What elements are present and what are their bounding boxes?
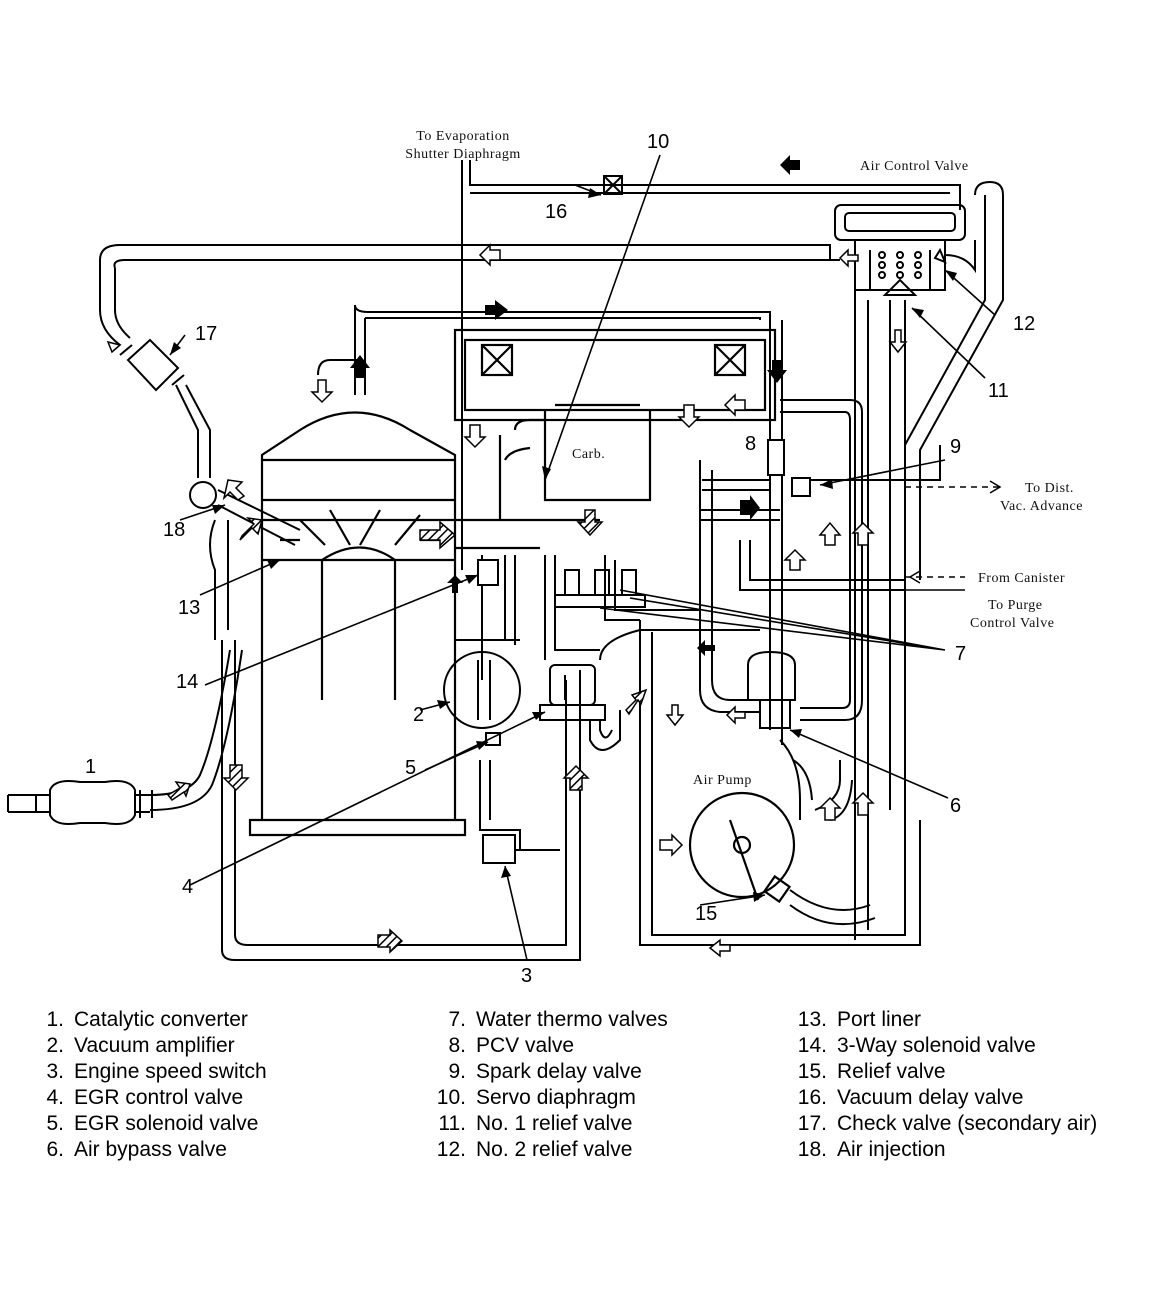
air-control-valve-label: Air Control Valve <box>860 159 969 174</box>
callout-15: 15 <box>695 903 717 925</box>
spark-delay-valve-9 <box>791 477 811 497</box>
legend-item: 17.Check valve (secondary air) <box>797 1112 1098 1135</box>
legend-item: 12.No. 2 relief valve <box>436 1138 633 1161</box>
vacuum-hose-diagram: To Evaporation Shutter Diaphragm Air Con… <box>7 129 1083 987</box>
air-pump <box>688 791 796 904</box>
callout-6: 6 <box>950 795 961 817</box>
legend-item: 18.Air injection <box>797 1138 946 1161</box>
legend-item: 4.EGR control valve <box>46 1086 244 1109</box>
callout-3: 3 <box>521 965 532 987</box>
legend-item: 2.Vacuum amplifier <box>46 1034 235 1057</box>
legend-item: 13.Port liner <box>797 1008 922 1031</box>
air-pump-label: Air Pump <box>693 773 752 788</box>
pcv-valve-8 <box>767 439 785 476</box>
callout-5: 5 <box>405 757 416 779</box>
water-thermo-valves-7 <box>554 569 646 608</box>
leader-arrowheads <box>170 188 957 902</box>
callout-1: 1 <box>85 756 96 778</box>
callout-17: 17 <box>195 323 217 345</box>
callout-7: 7 <box>955 643 966 665</box>
legend-item: 9.Spark delay valve <box>448 1060 642 1083</box>
air-bypass-valve-6 <box>747 650 796 729</box>
vacuum-amplifier-2 <box>443 651 521 729</box>
callout-14: 14 <box>176 671 198 693</box>
callout-2: 2 <box>413 704 424 726</box>
callout-8: 8 <box>745 433 756 455</box>
legend-item: 10.Servo diaphragm <box>436 1086 636 1109</box>
legend-item: 11.No. 1 relief valve <box>438 1112 633 1135</box>
vacuum-delay-valve-16 <box>603 175 623 195</box>
callout-13: 13 <box>178 597 200 619</box>
hoses <box>99 160 961 961</box>
leader-lines <box>169 154 996 961</box>
purge-label-line2: Control Valve <box>970 616 1054 631</box>
callout-16: 16 <box>545 201 567 223</box>
legend-item: 3.Engine speed switch <box>46 1060 267 1083</box>
legend-item: 6.Air bypass valve <box>46 1138 227 1161</box>
air-cleaner-housing <box>453 328 777 520</box>
external-lines <box>905 480 1002 591</box>
callout-4: 4 <box>182 876 193 898</box>
legend-item: 1.Catalytic converter <box>46 1008 248 1031</box>
dist-label-line2: Vac. Advance <box>1000 499 1083 514</box>
legend-item: 15.Relief valve <box>797 1060 946 1083</box>
canister-label: From Canister <box>978 571 1065 586</box>
flow-arrows <box>106 155 908 958</box>
legend-item: 5.EGR solenoid valve <box>46 1112 259 1135</box>
callout-12: 12 <box>1013 313 1035 335</box>
callout-11: 11 <box>988 380 1009 402</box>
legend-item: 7.Water thermo valves <box>448 1008 668 1031</box>
callout-18: 18 <box>163 519 185 541</box>
legend-item: 16.Vacuum delay valve <box>797 1086 1024 1109</box>
check-valve-17 <box>119 338 185 392</box>
three-way-solenoid-valve-14 <box>477 559 499 586</box>
purge-label-line1: To Purge <box>988 598 1042 613</box>
dist-label-line1: To Dist. <box>1025 481 1074 496</box>
callout-9: 9 <box>950 436 961 458</box>
legend-item: 8.PCV valve <box>448 1034 575 1057</box>
air-injection-18 <box>189 481 301 640</box>
egr-control-valve-4 <box>539 664 606 721</box>
evap-label-line2: Shutter Diaphragm <box>405 147 520 162</box>
legend-item: 14.3-Way solenoid valve <box>797 1034 1036 1057</box>
catalytic-converter-1 <box>7 780 153 825</box>
carb-label: Carb. <box>572 447 605 462</box>
callout-10: 10 <box>647 131 669 153</box>
evap-label-line1: To Evaporation <box>416 129 510 144</box>
engine-block <box>248 411 600 837</box>
air-control-valve <box>834 180 1004 580</box>
engine-speed-switch-3 <box>482 834 516 864</box>
